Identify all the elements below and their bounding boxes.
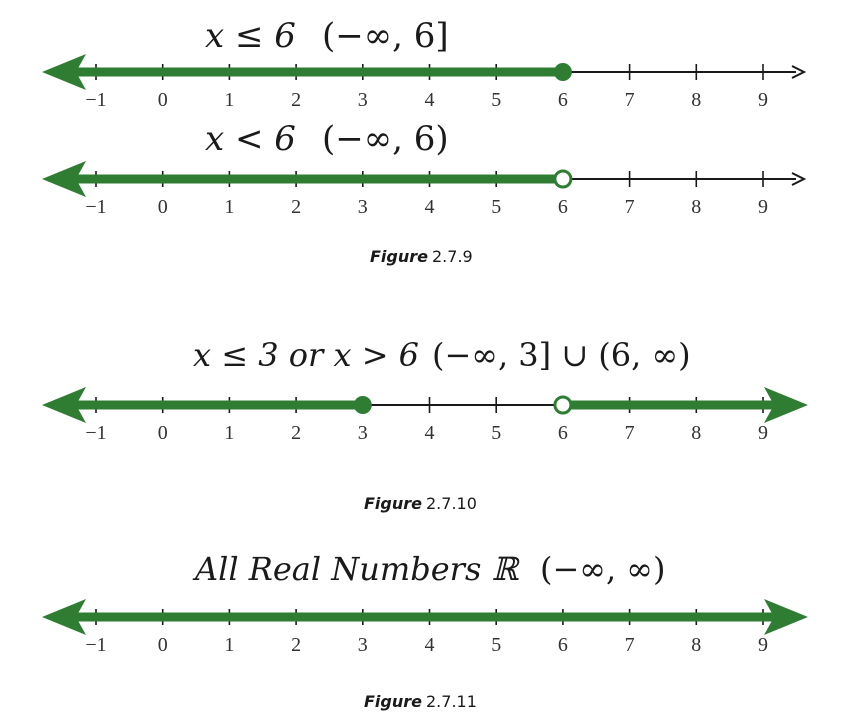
- tick-label: 1: [224, 422, 234, 444]
- caption-3-number: 2.7.11: [426, 692, 477, 711]
- tick-label: 9: [758, 634, 768, 656]
- tick-label: 7: [625, 89, 635, 111]
- tick-label: 2: [291, 422, 301, 444]
- number-line-1: x ≤ 6 (−∞, 6] −1 0 1 2 3 4 5 6 7 8 9: [42, 16, 807, 111]
- arrow-right-icon: [764, 599, 808, 635]
- tick-label: 4: [425, 634, 435, 656]
- tick-label: 9: [758, 422, 768, 444]
- caption-3-label: Figure: [364, 692, 422, 711]
- tick-label: 3: [358, 422, 368, 444]
- tick-label: 8: [691, 422, 701, 444]
- tick-label: 8: [691, 634, 701, 656]
- tick-label: 0: [158, 89, 168, 111]
- tick-label: −1: [85, 422, 106, 444]
- tick-label: 3: [358, 89, 368, 111]
- tick-label: 5: [491, 422, 501, 444]
- tick-label: 7: [625, 634, 635, 656]
- tick-label: 1: [224, 196, 234, 218]
- tick-label: 3: [358, 634, 368, 656]
- closed-endpoint: [353, 396, 372, 414]
- tick-label: 4: [425, 89, 435, 111]
- tick-label: 6: [558, 196, 568, 218]
- tick-label: 8: [691, 89, 701, 111]
- tick-label: 5: [491, 89, 501, 111]
- axis-2: −1 0 1 2 3 4 5 6 7 8 9: [42, 161, 807, 218]
- number-line-3: x ≤ 3 or x > 6 (−∞, 3] ∪ (6, ∞) −1 0 1 2 3 4 5…: [42, 336, 808, 444]
- tick-label: 5: [491, 196, 501, 218]
- tick-label: −1: [85, 89, 106, 111]
- tick-label: 5: [491, 634, 501, 656]
- axis-arrow-right-icon: [791, 65, 807, 79]
- tick-label: 7: [625, 196, 635, 218]
- open-endpoint: [553, 395, 573, 415]
- inequality-4-text: All Real Numbers ℝ: [192, 550, 521, 588]
- interval-2-text: (−∞, 6): [322, 119, 449, 159]
- inequality-3-text: x ≤ 3 or x > 6: [193, 336, 419, 374]
- tick-label: 6: [558, 89, 568, 111]
- tick-label: 2: [291, 634, 301, 656]
- number-line-2: x < 6 (−∞, 6) −1 0 1 2 3 4 5 6 7 8 9: [42, 119, 807, 218]
- closed-endpoint: [553, 63, 572, 81]
- tick-label: −1: [85, 634, 106, 656]
- number-line-4: All Real Numbers ℝ (−∞, ∞) −1 0 1 2 3 4 5 6 7 8 9: [42, 550, 808, 656]
- axis-3: −1 0 1 2 3 4 5 6 7 8 9: [42, 387, 808, 444]
- tick-label: 1: [224, 89, 234, 111]
- tick-label: 4: [425, 422, 435, 444]
- tick-label: 0: [158, 196, 168, 218]
- tick-label: 4: [425, 196, 435, 218]
- axis-4: −1 0 1 2 3 4 5 6 7 8 9: [42, 599, 808, 656]
- open-endpoint: [553, 169, 573, 189]
- tick-label: 6: [558, 634, 568, 656]
- tick-label: 0: [158, 422, 168, 444]
- axis-1: −1 0 1 2 3 4 5 6 7 8 9: [42, 54, 807, 111]
- tick-label: −1: [85, 196, 106, 218]
- tick-label: 8: [691, 196, 701, 218]
- interval-1-text: (−∞, 6]: [322, 16, 449, 56]
- axis-arrow-right-icon: [791, 172, 807, 186]
- tick-label: 1: [224, 634, 234, 656]
- tick-label: 9: [758, 89, 768, 111]
- arrow-left-icon: [42, 387, 86, 423]
- tick-label: 0: [158, 634, 168, 656]
- caption-2-number: 2.7.10: [426, 494, 477, 513]
- tick-label: 2: [291, 196, 301, 218]
- caption-1-number: 2.7.9: [432, 247, 473, 266]
- inequality-2-text: x < 6: [205, 119, 296, 159]
- tick-label: 3: [358, 196, 368, 218]
- interval-4-text: (−∞, ∞): [540, 550, 665, 588]
- caption-1-label: Figure: [370, 247, 428, 266]
- arrow-right-icon: [764, 387, 808, 423]
- tick-label: 9: [758, 196, 768, 218]
- interval-3-text: (−∞, 3] ∪ (6, ∞): [432, 336, 691, 374]
- caption-2-label: Figure: [364, 494, 422, 513]
- tick-label: 2: [291, 89, 301, 111]
- arrow-left-icon: [42, 599, 86, 635]
- arrow-left-icon: [42, 54, 86, 90]
- tick-label: 6: [558, 422, 568, 444]
- arrow-left-icon: [42, 161, 86, 197]
- tick-label: 7: [625, 422, 635, 444]
- inequality-1-text: x ≤ 6: [205, 16, 296, 56]
